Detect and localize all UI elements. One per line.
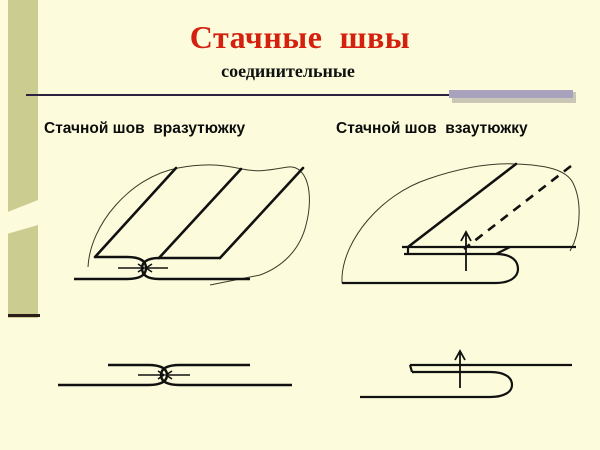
seam-pressed-open-cross-section [58,363,292,387]
column-label-vzautyuzhku: Стачной шов взаутюжку [336,120,528,137]
page-title: Стачные швы [189,19,411,55]
seam-pressed-to-one-side-perspective [341,162,580,285]
small-dash-mark [8,314,40,317]
seam-pressed-to-one-side-cross-section [360,349,572,399]
divider [26,88,582,104]
column-label-vrazutyuzhku: Стачной шов вразутюжку [44,120,246,137]
title-block: Стачные швы соединительные [0,18,600,83]
page-subtitle: соединительные [221,61,355,81]
seam-pressed-open-perspective [74,164,310,286]
divider-line [26,94,571,96]
divider-block [449,90,573,98]
